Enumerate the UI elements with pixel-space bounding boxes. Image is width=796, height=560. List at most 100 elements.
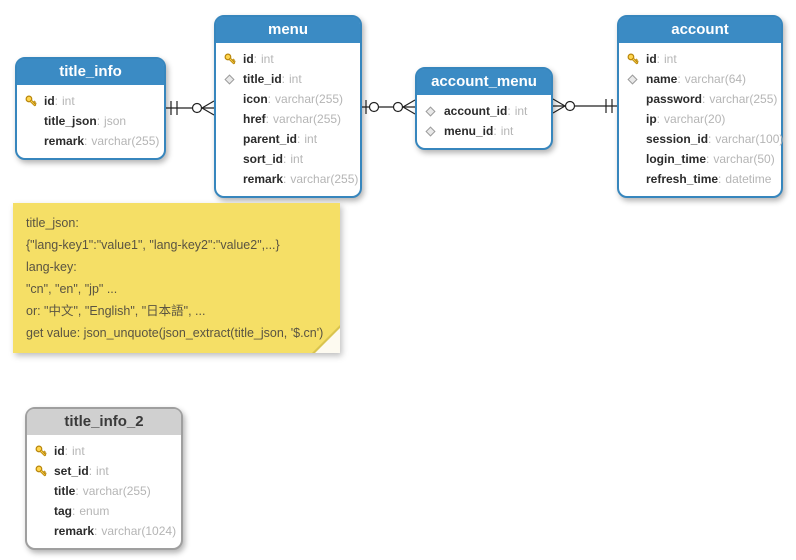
field-row-remark[interactable]: remarkvarchar(255) (223, 169, 358, 189)
table-header[interactable]: title_info_2 (27, 409, 181, 436)
field-row-icon[interactable]: iconvarchar(255) (223, 89, 353, 109)
field-type: int (62, 94, 75, 108)
table-header[interactable]: menu (216, 17, 360, 44)
field-row-name[interactable]: namevarchar(64) (626, 69, 774, 89)
key-icon (626, 52, 646, 67)
field-row-set_id[interactable]: set_idint (34, 461, 174, 481)
table-title: account_menu (431, 73, 537, 90)
field-name: href (243, 112, 273, 126)
field-name: session_id (646, 132, 715, 146)
field-row-sort_id[interactable]: sort_idint (223, 149, 353, 169)
field-row-id[interactable]: idint (34, 441, 174, 461)
note-line: title_json: (26, 216, 79, 230)
field-row-ip[interactable]: ipvarchar(20) (626, 109, 774, 129)
field-type: varchar(255) (82, 484, 151, 498)
field-name: ip (646, 112, 664, 126)
field-type: datetime (725, 172, 772, 186)
field-row-id[interactable]: idint (223, 49, 353, 69)
diamond-icon (223, 73, 243, 86)
field-type: varchar(255) (91, 134, 160, 148)
sticky-note[interactable]: title_json:{"lang-key1":"value1", "lang-… (13, 203, 340, 353)
connector-menu-account_menu[interactable] (362, 99, 416, 115)
field-name: name (646, 72, 685, 86)
field-row-password[interactable]: passwordvarchar(255) (626, 89, 778, 109)
diamond-icon (424, 105, 444, 118)
table-title: title_info (59, 63, 122, 80)
field-name: id (54, 444, 72, 458)
connector-account_menu-account[interactable] (552, 98, 617, 114)
field-type: varchar(1024) (101, 524, 177, 538)
field-name: tag (54, 504, 79, 518)
field-type: varchar(100) (715, 132, 784, 146)
table-body: idintset_idinttitlevarchar(255)tagenumre… (27, 436, 181, 548)
field-row-remark[interactable]: remarkvarchar(255) (24, 131, 160, 151)
diamond-icon (424, 125, 444, 138)
table-title_info_2[interactable]: title_info_2idintset_idinttitlevarchar(2… (25, 407, 183, 550)
field-name: remark (44, 134, 91, 148)
field-name: account_id (444, 104, 515, 118)
key-icon (34, 464, 54, 479)
field-row-tag[interactable]: tagenum (34, 501, 174, 521)
field-name: id (646, 52, 664, 66)
field-row-title_json[interactable]: title_jsonjson (24, 111, 157, 131)
field-type: varchar(255) (273, 112, 342, 126)
field-name: set_id (54, 464, 96, 478)
field-name: remark (243, 172, 290, 186)
field-type: varchar(64) (684, 72, 747, 86)
field-type: json (104, 114, 127, 128)
note-line: "cn", "en", "jp" ... (26, 282, 118, 296)
table-title: menu (267, 21, 308, 38)
field-type: int (72, 444, 85, 458)
field-type: int (304, 132, 318, 146)
field-row-href[interactable]: hrefvarchar(255) (223, 109, 353, 129)
field-row-parent_id[interactable]: parent_idint (223, 129, 353, 149)
field-type: int (500, 124, 514, 138)
diamond-icon (626, 73, 646, 86)
field-name: title (54, 484, 83, 498)
field-type: varchar(20) (664, 112, 726, 126)
table-account[interactable]: accountidintnamevarchar(64)passwordvarch… (617, 15, 783, 198)
field-row-refresh_time[interactable]: refresh_timedatetime (626, 169, 774, 189)
table-header[interactable]: account_menu (417, 69, 551, 96)
key-icon (223, 52, 243, 67)
field-row-account_id[interactable]: account_idint (424, 101, 544, 121)
field-row-id[interactable]: idint (626, 49, 774, 69)
field-type: int (96, 464, 109, 478)
field-name: title_id (243, 72, 289, 86)
field-name: refresh_time (646, 172, 725, 186)
field-name: id (243, 52, 261, 66)
field-type: int (261, 52, 274, 66)
field-name: sort_id (243, 152, 290, 166)
note-line: get value: json_unquote(json_extract(tit… (26, 326, 324, 340)
field-row-remark[interactable]: remarkvarchar(1024) (34, 521, 177, 541)
table-body: idintnamevarchar(64)passwordvarchar(255)… (619, 44, 783, 196)
field-type: int (289, 72, 302, 86)
table-menu[interactable]: menuidinttitle_idinticonvarchar(255)href… (214, 15, 362, 198)
field-type: varchar(255) (709, 92, 778, 106)
field-row-login_time[interactable]: login_timevarchar(50) (626, 149, 775, 169)
field-row-title[interactable]: titlevarchar(255) (34, 481, 174, 501)
table-title_info[interactable]: title_infoidinttitle_jsonjsonremarkvarch… (15, 57, 166, 160)
table-body: idinttitle_idinticonvarchar(255)hrefvarc… (216, 44, 360, 196)
field-type: int (290, 152, 304, 166)
table-header[interactable]: account (619, 17, 781, 44)
field-row-title_id[interactable]: title_idint (223, 69, 353, 89)
key-icon (24, 94, 44, 109)
field-name: password (646, 92, 709, 106)
note-line: or: "中文", "English", "日本語", ... (26, 304, 206, 318)
field-name: menu_id (444, 124, 501, 138)
connector-title_info-menu[interactable] (166, 100, 215, 116)
key-icon (34, 444, 54, 459)
field-row-id[interactable]: idint (24, 91, 157, 111)
field-row-session_id[interactable]: session_idvarchar(100) (626, 129, 783, 149)
field-type: varchar(255) (290, 172, 359, 186)
field-name: icon (243, 92, 275, 106)
table-title: account (671, 21, 729, 38)
field-type: int (664, 52, 677, 66)
field-row-menu_id[interactable]: menu_idint (424, 121, 544, 141)
table-body: account_idintmenu_idint (417, 96, 551, 148)
table-header[interactable]: title_info (17, 59, 164, 86)
table-body: idinttitle_jsonjsonremarkvarchar(255) (17, 86, 164, 158)
